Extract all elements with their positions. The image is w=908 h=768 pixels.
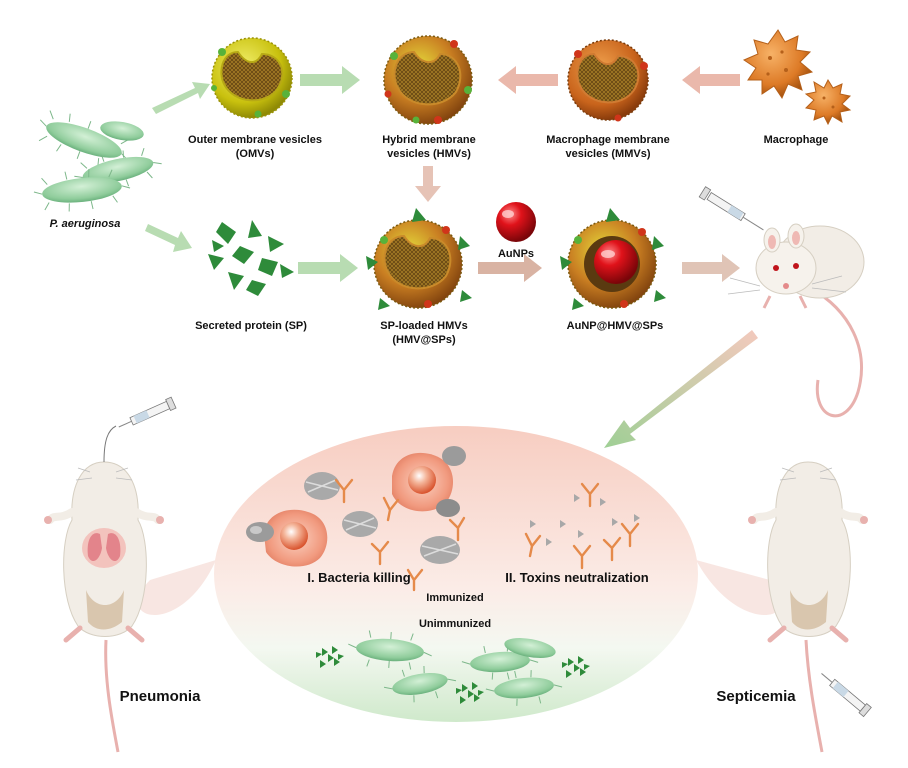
macrophage-cells xyxy=(742,29,852,126)
toxins-neutralization-label: II. Toxins neutralization xyxy=(505,570,649,585)
hmv-label: Hybrid membrane vesicles (HMVs) xyxy=(354,134,504,162)
arrow-omv-to-hmv xyxy=(300,66,360,94)
aunp-hmv-sp-vesicle xyxy=(560,208,666,310)
mmv-vesicle xyxy=(567,39,649,122)
pneumonia-label: Pneumonia xyxy=(119,688,201,705)
arrow-bacteria-to-sp xyxy=(145,224,192,252)
bacteria-killing-label: I. Bacteria killing xyxy=(307,570,411,585)
hmv-label-line2: vesicles (HMVs) xyxy=(387,147,471,160)
arrow-hmv-down xyxy=(415,166,441,202)
arrow-sp-to-sphmv xyxy=(298,254,358,282)
omv-label-line2: (OMVs) xyxy=(235,147,275,160)
omv-vesicle xyxy=(211,37,293,119)
mmv-label-line1: Macrophage membrane xyxy=(546,134,670,146)
macrophage-label: Macrophage xyxy=(763,134,829,146)
hmv-vesicle xyxy=(383,35,473,125)
final-product-label: AuNP@HMV@SPs xyxy=(566,320,664,332)
mmv-label: Macrophage membrane vesicles (MMVs) xyxy=(528,134,688,162)
sp-hmv-label-line1: SP-loaded HMVs xyxy=(380,320,468,332)
unimmunized-label: Unimmunized xyxy=(418,618,492,630)
sp-label: Secreted protein (SP) xyxy=(195,320,307,332)
arrow-macrophage-to-mmv xyxy=(682,66,740,94)
sp-hmv-label-line2: (HMV@SPs) xyxy=(392,333,456,346)
p-aeruginosa-bacteria xyxy=(33,110,162,212)
p-aeruginosa-label: P. aeruginosa xyxy=(49,218,121,230)
septicemia-label: Septicemia xyxy=(716,688,796,705)
arrow-to-mouse xyxy=(682,254,740,282)
mmv-label-line2: vesicles (MMVs) xyxy=(565,147,651,160)
antibodies-toxins xyxy=(524,482,640,570)
aunps-label: AuNPs xyxy=(497,248,535,260)
flow-arrows xyxy=(145,66,758,448)
arrow-mouse-to-oval xyxy=(604,330,758,448)
aunp-particle xyxy=(496,202,536,242)
mouse-top-right xyxy=(698,186,865,418)
immune-cells xyxy=(246,446,466,592)
arrow-bacteria-to-omv xyxy=(152,82,210,114)
sp-hmv-label: SP-loaded HMVs (HMV@SPs) xyxy=(364,320,484,348)
omv-label-line1: Outer membrane vesicles xyxy=(188,134,322,146)
sp-loaded-hmv-vesicle xyxy=(366,208,472,310)
pneumonia-mouse xyxy=(44,396,177,753)
arrow-mmv-to-hmv xyxy=(498,66,558,94)
secreted-protein-cluster xyxy=(208,220,294,296)
septicemia-mouse xyxy=(748,461,872,753)
omv-label: Outer membrane vesicles (OMVs) xyxy=(170,134,340,162)
unimmunized-bacteria xyxy=(316,630,590,706)
immunized-label: Immunized xyxy=(426,592,484,604)
immune-oval xyxy=(138,426,782,722)
arrow-to-final xyxy=(478,254,542,282)
hmv-label-line1: Hybrid membrane xyxy=(382,134,476,146)
